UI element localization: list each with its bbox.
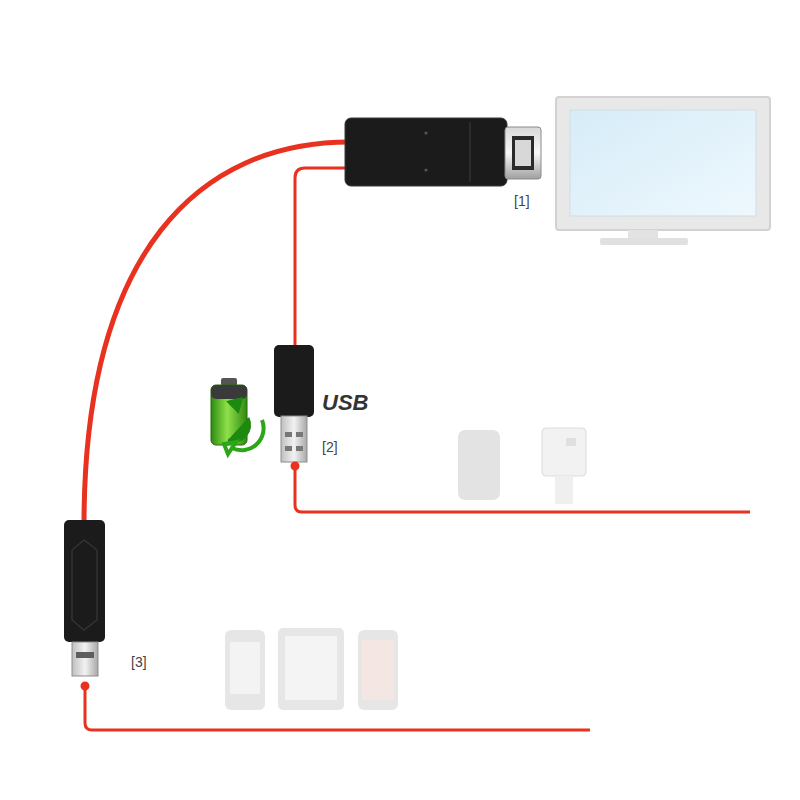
leader-line <box>292 463 750 512</box>
callout-number: [3] <box>131 655 147 670</box>
mobile-devices-part <box>225 630 265 710</box>
usb-connector-part <box>285 432 292 437</box>
power-devices-part <box>566 438 576 446</box>
hdmi-connector-part <box>424 168 427 171</box>
power-devices <box>458 428 586 504</box>
power-devices-part <box>458 430 500 500</box>
usb-connector-part <box>296 432 303 437</box>
mobile-devices-part <box>278 628 344 710</box>
hdmi-connector-part <box>345 118 507 186</box>
power-devices-part <box>555 476 573 504</box>
hdmi-connector-part <box>515 140 531 166</box>
power-devices-part <box>542 428 586 476</box>
tv-monitor-part <box>600 238 688 245</box>
usb-connector-part <box>285 446 292 451</box>
battery-icon <box>211 378 264 454</box>
leader-line-part <box>292 463 298 469</box>
battery-icon-part <box>228 399 250 441</box>
usb-connector-part <box>296 446 303 451</box>
battery-icon-part <box>224 420 264 454</box>
leader-line-part <box>295 470 750 512</box>
micro-usb-connector-part <box>64 520 105 642</box>
micro-usb-connector-part <box>72 540 97 630</box>
micro-usb-connector-part <box>76 652 94 658</box>
usb-connector <box>274 345 314 462</box>
mobile-devices <box>225 628 398 710</box>
tv-monitor <box>556 97 770 245</box>
hdmi-connector-part <box>505 127 541 179</box>
hdmi-connector-part <box>469 122 471 182</box>
hdmi-connector-part <box>424 131 427 134</box>
mobile-devices-part <box>358 630 398 710</box>
mobile-devices-part <box>285 636 337 700</box>
leader-line-part <box>82 683 88 689</box>
hdmi-connector <box>345 118 541 186</box>
micro-usb-connector-part <box>72 642 98 676</box>
hdmi-connector-part <box>345 118 507 186</box>
hdmi-connector-part <box>512 136 534 170</box>
tv-monitor-part <box>556 97 770 230</box>
tv-monitor-part <box>570 110 756 216</box>
callout-number: [2] <box>322 440 338 455</box>
callout-number: [1] <box>514 194 530 209</box>
red-cable <box>84 142 350 525</box>
usb-connector-part <box>274 345 314 417</box>
red-cable-part <box>295 168 350 350</box>
micro-usb-connector <box>64 520 105 676</box>
usb-connector-part <box>281 416 307 462</box>
battery-icon-part <box>211 385 247 399</box>
red-cable-part <box>84 142 350 525</box>
mobile-devices-part <box>362 640 394 700</box>
mobile-devices-part <box>230 642 260 694</box>
port-label: USB <box>322 391 368 415</box>
